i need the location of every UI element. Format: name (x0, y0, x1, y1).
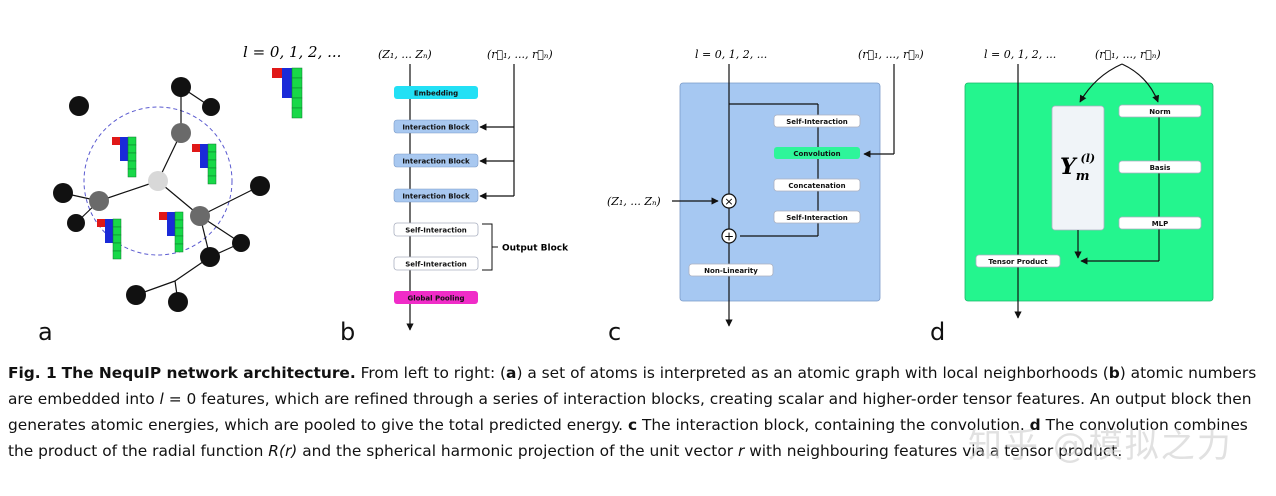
caption-text: The convolution combines the product of … (8, 416, 1248, 460)
panel-b-z-input: (Z₁, ... Zₙ) (378, 48, 432, 61)
panel-c-l-label: l = 0, 1, 2, ... (695, 48, 767, 61)
output-block-bracket (482, 223, 493, 271)
atom-node (171, 77, 191, 97)
panel-letter-a: a (38, 318, 53, 346)
self-interaction-label: Self-Interaction (786, 214, 848, 222)
feature-stack (192, 143, 217, 185)
caption-ref-c: c (627, 416, 638, 434)
self-interaction-label: Self-Interaction (405, 227, 467, 235)
panel-b-network: (Z₁, ... Zₙ) (r⃗₁, ..., r⃗ₙ) Embedding I… (378, 48, 569, 331)
global-pooling-label: Global Pooling (407, 295, 464, 303)
tensor-product-label: Tensor Product (988, 258, 1048, 266)
concatenation-block (773, 178, 861, 192)
panel-a-graph: l = 0, 1, 2, ... (53, 43, 341, 312)
embedding-block (394, 86, 478, 99)
interaction-block-label: Interaction Block (402, 158, 470, 166)
mlp-block (1118, 216, 1202, 230)
panel-c-z-label: (Z₁, ... Zₙ) (607, 195, 661, 208)
multiply-node (721, 193, 737, 209)
panel-a-l-label: l = 0, 1, 2, ... (243, 43, 341, 61)
panel-d-l-label: l = 0, 1, 2, ... (984, 48, 1056, 61)
feature-stack-legend (272, 67, 303, 119)
feature-stack (97, 218, 122, 260)
atom-node (69, 96, 89, 116)
self-interaction-block (773, 114, 861, 128)
global-pooling-block (394, 291, 478, 304)
caption-text: The interaction block, containing the co… (637, 416, 1030, 434)
atom-node (232, 234, 250, 252)
panel-d-r-label: (r⃗₁, ..., r⃗ₙ) (1095, 48, 1161, 61)
caption-text: ) a set of atoms is interpreted as an at… (516, 364, 1109, 382)
mlp-label: MLP (1152, 220, 1169, 228)
caption-text: = 0 features, which are refined through … (8, 390, 1252, 434)
basis-block (1118, 160, 1202, 174)
atom-node (200, 247, 220, 267)
panel-d-convolution: l = 0, 1, 2, ... (r⃗₁, ..., r⃗ₙ) Ym(l) N… (964, 48, 1214, 319)
self-interaction-label: Self-Interaction (786, 118, 848, 126)
caption-text: ) atomic numbers are embedded into (8, 364, 1257, 408)
atom-node (126, 285, 146, 305)
panel-c-r-label: (r⃗₁, ..., r⃗ₙ) (858, 48, 924, 61)
feature-stack (159, 211, 184, 253)
figure: l = 0, 1, 2, ... (53, 43, 1214, 331)
basis-label: Basis (1150, 164, 1171, 172)
caption-ref-b: b (1108, 364, 1120, 382)
non-linearity-block (688, 263, 774, 277)
caption-text: From left to right: ( (355, 364, 507, 382)
interaction-block-label: Interaction Block (402, 124, 470, 132)
caption-title: The NequIP network architecture. (61, 364, 356, 382)
neighbor-atom (171, 123, 191, 143)
atom-node (53, 183, 73, 203)
neighbor-atom (89, 191, 109, 211)
embedding-label: Embedding (414, 90, 458, 98)
norm-label: Norm (1149, 108, 1170, 116)
watermark: 知乎 @模拟之力 (968, 426, 1233, 466)
caption-fig-number: Fig. 1 (8, 364, 57, 382)
caption-text: with neighbouring features via a tensor … (744, 442, 1123, 460)
atom-node (202, 98, 220, 116)
add-node (721, 228, 737, 244)
self-interaction-label: Self-Interaction (405, 261, 467, 269)
feature-stack (112, 136, 137, 178)
caption-ref-d: d (1029, 416, 1041, 434)
add-symbol: + (724, 230, 734, 244)
caption-math-rij: r (737, 442, 745, 460)
neighbor-atom (190, 206, 210, 226)
non-linearity-label: Non-Linearity (704, 267, 758, 275)
spherical-harmonics-symbol: Ym(l) (1060, 152, 1095, 184)
multiply-symbol: × (724, 195, 733, 208)
caption-math-l: l (159, 390, 164, 408)
central-atom (148, 171, 168, 191)
self-interaction-block (393, 222, 479, 237)
figure-caption: Fig. 1 The NequIP network architecture. … (8, 360, 1270, 464)
self-interaction-block (393, 256, 479, 271)
interaction-block-label: Interaction Block (402, 193, 470, 201)
atom-node (67, 214, 85, 232)
panel-c-interaction-block: l = 0, 1, 2, ... (r⃗₁, ..., r⃗ₙ) (Z₁, ..… (607, 48, 924, 327)
caption-ref-a: a (506, 364, 517, 382)
convolution-label: Convolution (793, 150, 840, 158)
output-block-label: Output Block (502, 244, 569, 254)
panel-b-r-input: (r⃗₁, ..., r⃗ₙ) (487, 48, 553, 61)
concatenation-label: Concatenation (788, 182, 845, 190)
norm-block (1118, 104, 1202, 118)
panel-letter-c: c (608, 318, 622, 346)
interaction-block (393, 188, 479, 203)
panel-letter-b: b (340, 318, 356, 346)
interaction-block (393, 119, 479, 134)
cutoff-circle (83, 106, 233, 256)
panel-c-background (679, 82, 881, 302)
self-interaction-block (773, 210, 861, 224)
atom-node (168, 292, 188, 312)
interaction-block (393, 153, 479, 168)
caption-math-rr: R(r) (268, 442, 298, 460)
atom-node (250, 176, 270, 196)
convolution-block (774, 147, 860, 159)
panel-letter-d: d (930, 318, 946, 346)
tensor-product-block (975, 254, 1061, 268)
caption-text: and the spherical harmonic projection of… (297, 442, 738, 460)
